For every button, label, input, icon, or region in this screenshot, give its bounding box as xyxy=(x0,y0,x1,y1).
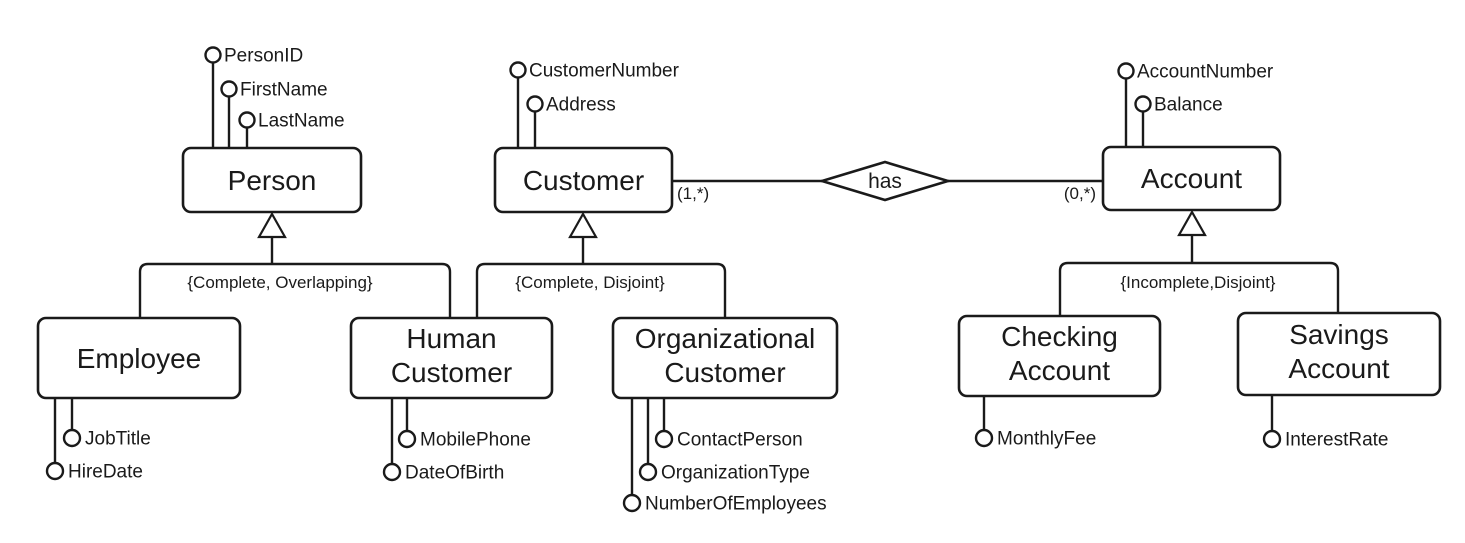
attribute-label: Address xyxy=(546,95,616,116)
attribute-label: NumberOfEmployees xyxy=(645,494,827,515)
attribute-circle-icon xyxy=(526,95,544,113)
attribute-label: FirstName xyxy=(240,80,328,101)
entity-checking-account: Checking Account xyxy=(957,314,1162,398)
attribute-circle-icon xyxy=(238,111,256,129)
isa-triangle-icon xyxy=(1177,209,1207,237)
entity-employee: Employee xyxy=(36,316,242,400)
attribute-label: HireDate xyxy=(68,462,143,483)
cardinality-customer: (1,*) xyxy=(677,184,709,203)
entity-savings-account-box xyxy=(1236,311,1442,397)
cardinality-account: (0,*) xyxy=(1064,184,1096,203)
attribute-circle-icon xyxy=(204,46,222,64)
attribute-circle-icon xyxy=(622,493,642,513)
relationship-label: has xyxy=(868,170,902,193)
attribute-numberofemployees: NumberOfEmployees xyxy=(622,398,827,515)
entity-checking-account-label-line2: Account xyxy=(1009,355,1110,386)
entity-organizational-customer-box xyxy=(611,316,839,400)
entity-organizational-customer-label-line1: Organizational xyxy=(635,323,816,354)
attribute-lastname: LastName xyxy=(238,111,345,148)
entity-savings-account: Savings Account xyxy=(1236,311,1442,397)
entity-organizational-customer: Organizational Customer xyxy=(611,316,839,400)
attribute-circle-icon xyxy=(220,80,238,98)
generalization-customer-constraint: {Complete, Disjoint} xyxy=(515,273,665,292)
entity-person-box xyxy=(181,146,363,214)
attribute-circle-icon xyxy=(1134,95,1152,113)
entity-human-customer-box xyxy=(349,316,554,400)
attribute-circle-icon xyxy=(654,429,674,449)
attribute-circle-icon xyxy=(45,461,65,481)
generalization-account-bracket xyxy=(1058,261,1340,316)
attribute-dateofbirth: DateOfBirth xyxy=(382,398,504,484)
entity-account-label: Account xyxy=(1141,163,1242,194)
relationship-has: has (1,*) (0,*) xyxy=(672,160,1103,203)
entity-person: Person xyxy=(181,146,363,214)
attribute-balance: Balance xyxy=(1134,95,1223,147)
attribute-personid: PersonID xyxy=(204,46,303,148)
entity-employee-box xyxy=(36,316,242,400)
entity-account-box xyxy=(1101,145,1282,212)
isa-triangle-icon xyxy=(257,211,287,239)
attribute-label: InterestRate xyxy=(1285,430,1389,451)
attribute-label: PersonID xyxy=(224,46,303,67)
generalization-person-constraint: {Complete, Overlapping} xyxy=(187,273,373,292)
entity-person-label: Person xyxy=(228,165,317,196)
generalization-person-bracket xyxy=(138,262,452,318)
entity-customer: Customer xyxy=(493,146,674,214)
generalization-account-constraint: {Incomplete,Disjoint} xyxy=(1121,273,1276,292)
attribute-circle-icon xyxy=(1262,429,1282,449)
generalization-person: {Complete, Overlapping} xyxy=(138,211,452,318)
attribute-monthlyfee: MonthlyFee xyxy=(974,396,1096,450)
relationship-diamond xyxy=(817,160,953,202)
entity-customer-box xyxy=(493,146,674,214)
attribute-circle-icon xyxy=(397,429,417,449)
attribute-label: ContactPerson xyxy=(677,430,803,451)
attribute-circle-icon xyxy=(382,462,402,482)
attribute-label: LastName xyxy=(258,111,345,132)
attribute-organizationtype: OrganizationType xyxy=(638,398,810,484)
attribute-firstname: FirstName xyxy=(220,80,328,148)
attribute-label: MonthlyFee xyxy=(997,429,1096,450)
entity-account: Account xyxy=(1101,145,1282,212)
attribute-circle-icon xyxy=(638,462,658,482)
attribute-label: DateOfBirth xyxy=(405,463,504,484)
attribute-address: Address xyxy=(526,95,616,148)
attribute-circle-icon xyxy=(1117,62,1135,80)
entity-human-customer: Human Customer xyxy=(349,316,554,400)
attribute-interestrate: InterestRate xyxy=(1262,395,1389,451)
attribute-label: OrganizationType xyxy=(661,463,810,484)
attribute-label: MobilePhone xyxy=(420,430,531,451)
entity-checking-account-label-line1: Checking xyxy=(1001,321,1118,352)
entity-savings-account-label-line2: Account xyxy=(1288,353,1389,384)
entity-human-customer-label-line2: Customer xyxy=(391,357,512,388)
attribute-mobilephone: MobilePhone xyxy=(397,398,531,451)
entity-organizational-customer-label-line2: Customer xyxy=(664,357,785,388)
entity-checking-account-box xyxy=(957,314,1162,398)
attribute-circle-icon xyxy=(509,61,527,79)
entity-customer-label: Customer xyxy=(523,165,644,196)
entity-employee-label: Employee xyxy=(77,343,202,374)
generalization-account: {Incomplete,Disjoint} xyxy=(1058,209,1340,316)
attribute-label: JobTitle xyxy=(85,429,151,450)
attribute-contactperson: ContactPerson xyxy=(654,398,803,451)
generalization-customer-bracket xyxy=(475,262,727,318)
attribute-customernumber: CustomerNumber xyxy=(509,61,680,148)
attribute-jobtitle: JobTitle xyxy=(62,398,151,450)
entity-savings-account-label-line1: Savings xyxy=(1289,319,1389,350)
entity-human-customer-label-line1: Human xyxy=(406,323,496,354)
generalization-customer: {Complete, Disjoint} xyxy=(475,211,727,318)
attribute-label: CustomerNumber xyxy=(529,61,680,82)
attribute-label: Balance xyxy=(1154,95,1223,116)
attribute-accountnumber: AccountNumber xyxy=(1117,62,1274,147)
attribute-circle-icon xyxy=(62,428,82,448)
isa-triangle-icon xyxy=(568,211,598,239)
attribute-circle-icon xyxy=(974,428,994,448)
attribute-hiredate: HireDate xyxy=(45,398,143,483)
attribute-label: AccountNumber xyxy=(1137,62,1274,83)
